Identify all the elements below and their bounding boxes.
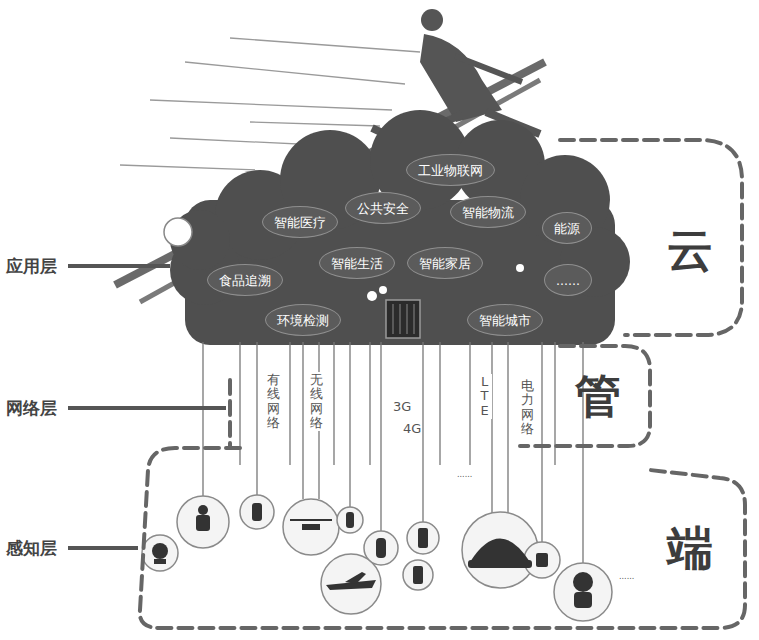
- server-icon: [386, 300, 420, 338]
- ellipsis-dots: ......: [618, 572, 628, 583]
- application-bubble: 能源: [542, 212, 592, 244]
- application-bubble: ......: [544, 264, 592, 296]
- device-icons: [152, 503, 593, 608]
- layer-glyph: 管: [575, 373, 621, 419]
- layer-label: 感知层: [6, 537, 57, 560]
- layer-band: 端: [134, 442, 750, 634]
- layer-label: 网络层: [6, 397, 57, 420]
- application-bubble: 智能物流: [450, 196, 526, 228]
- bubble-text: ......: [556, 273, 580, 288]
- layer-glyph: 端: [667, 525, 713, 571]
- application-bubble: 工业物联网: [406, 154, 495, 186]
- bubble-text: 智能家居: [419, 256, 471, 271]
- cloud-dots: [164, 218, 524, 301]
- ellipsis-dots: ......: [456, 470, 466, 481]
- layer-band: 管: [224, 340, 656, 452]
- network-label: LTE: [477, 374, 492, 419]
- band-outline: [134, 442, 750, 634]
- dashed-outline: [560, 140, 742, 335]
- application-bubble: 智能医疗: [262, 206, 338, 238]
- cloud: [170, 110, 630, 345]
- bubble-text: 智能物流: [462, 205, 514, 220]
- application-bubble: 智能家居: [407, 247, 483, 279]
- bubble-text: 公共安全: [357, 201, 409, 216]
- network-label: 4G: [402, 420, 422, 437]
- bubble-text: 智能城市: [479, 313, 531, 328]
- network-label: 3G: [392, 398, 412, 415]
- dashed-outline: [140, 448, 745, 628]
- application-bubble: 环境检测: [265, 304, 341, 336]
- network-label: 有线网络: [266, 372, 281, 431]
- application-bubble: 公共安全: [345, 192, 421, 224]
- bubble-text: 工业物联网: [418, 163, 483, 178]
- bubble-text: 能源: [554, 221, 580, 236]
- network-label: 无线网络: [309, 372, 324, 431]
- device-circles: [142, 495, 612, 621]
- bubble-text: 食品追溯: [219, 273, 271, 288]
- layer-label: 应用层: [6, 255, 57, 278]
- layer-glyph: 云: [667, 227, 713, 273]
- application-bubble: 智能城市: [467, 304, 543, 336]
- application-bubble: 食品追溯: [207, 264, 283, 296]
- bubble-text: 环境检测: [277, 313, 329, 328]
- bubble-text: 智能生活: [331, 256, 383, 271]
- application-bubble: 智能生活: [319, 247, 395, 279]
- network-label: 电力网络: [520, 378, 535, 437]
- dashed-outline: [230, 346, 650, 446]
- bubble-text: 智能医疗: [274, 215, 326, 230]
